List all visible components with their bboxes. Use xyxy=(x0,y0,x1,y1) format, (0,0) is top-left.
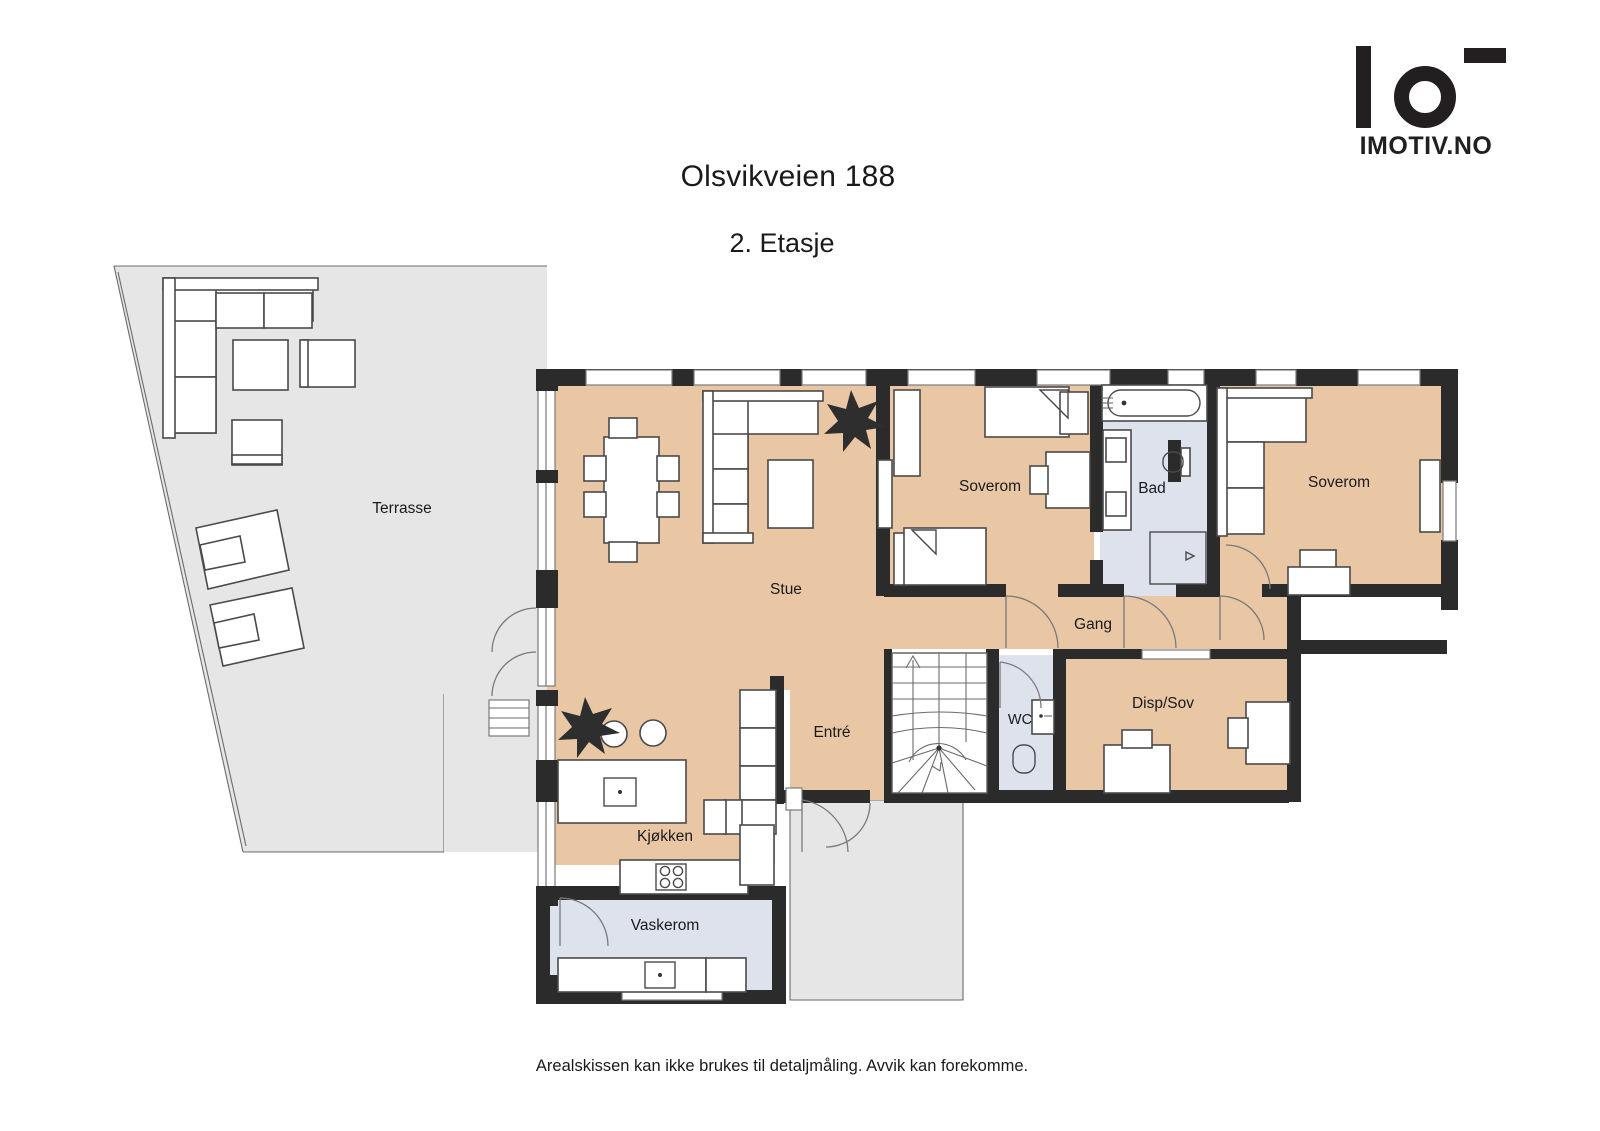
page-title: Olsvikveien 188 xyxy=(0,160,1600,194)
desk-s2 xyxy=(1287,566,1351,596)
entry-closet-1 xyxy=(739,689,777,729)
kitchen-counter xyxy=(619,859,749,895)
desk-s1 xyxy=(1045,451,1091,509)
logo-dash-shape xyxy=(1464,48,1506,63)
room-label-vaskerom: Vaskerom xyxy=(631,917,700,934)
bad-fixtures: Bad xyxy=(1101,384,1208,585)
disclaimer-text: Arealskissen kan ikke brukes til detaljm… xyxy=(535,1057,1029,1075)
west-glazing xyxy=(537,375,556,891)
kitchen-tall-cabinet xyxy=(739,824,775,886)
kjokken-furniture: Kjøkken xyxy=(488,697,775,895)
double-bed-s1 xyxy=(984,386,1070,438)
dresser-s2 xyxy=(1419,459,1441,533)
soverom-2-furniture: Soverom xyxy=(1216,387,1441,596)
cooktop xyxy=(655,863,687,891)
room-label-kjokken: Kjøkken xyxy=(637,828,693,845)
chair-s1 xyxy=(1029,465,1049,495)
outdoor-armchair-1 xyxy=(302,339,356,388)
bathtub xyxy=(1101,384,1208,422)
wc-toilet xyxy=(1012,744,1036,774)
room-label-bad: Bad xyxy=(1138,480,1166,497)
kitchen-sink xyxy=(603,777,637,807)
desk-disp xyxy=(1245,701,1291,765)
bed-disp xyxy=(1103,744,1171,794)
room-label-terrasse: Terrasse xyxy=(372,500,431,517)
dining-table xyxy=(603,436,660,544)
gang-south-window xyxy=(1141,649,1211,660)
shower xyxy=(1149,531,1207,585)
toilet-bad xyxy=(1180,447,1191,477)
floor-subtitle-text: 2. Etasje xyxy=(729,228,835,258)
chair-disp xyxy=(1227,717,1249,749)
sun-lounger-1 xyxy=(195,509,290,590)
wc-fixtures: WC xyxy=(999,661,1055,774)
kitchen-island xyxy=(557,759,687,824)
sun-lounger-2 xyxy=(209,587,305,667)
logo-bar-shape xyxy=(1356,46,1371,128)
room-label-soverom-1: Soverom xyxy=(959,478,1021,495)
room-label-disp-sov: Disp/Sov xyxy=(1132,695,1194,712)
double-bed-s2 xyxy=(1221,391,1307,443)
stue-furniture: Stue xyxy=(583,390,893,598)
potted-plant-kitchen xyxy=(558,697,620,758)
gang-area: Gang xyxy=(1074,616,1112,633)
room-label-entre: Entré xyxy=(813,724,850,741)
coffee-table xyxy=(767,459,814,529)
floor-subtitle: 2. Etasje xyxy=(0,228,1600,259)
laundry-sink xyxy=(644,961,676,989)
outdoor-coffee-table xyxy=(232,339,289,391)
room-label-gang: Gang xyxy=(1074,616,1112,633)
wc-sink xyxy=(1031,699,1055,735)
entry-closet-3 xyxy=(739,765,777,801)
room-label-wc: WC xyxy=(1008,712,1032,728)
room-label-soverom-2: Soverom xyxy=(1308,474,1370,491)
room-label-stue: Stue xyxy=(770,581,802,598)
east-windows xyxy=(1442,480,1457,542)
potted-plant-stue xyxy=(824,390,886,452)
page-title-text: Olsvikveien 188 xyxy=(680,160,896,193)
disclaimer-note: Arealskissen kan ikke brukes til detaljm… xyxy=(0,1057,1600,1076)
brand-logo: IMOTIV.NO xyxy=(1336,38,1516,161)
staircase-winder xyxy=(891,652,988,794)
tv-unit xyxy=(877,459,893,529)
terrace-furniture: Terrasse xyxy=(162,277,432,667)
wardrobe-s1 xyxy=(893,389,921,477)
soverom-1-furniture: Soverom xyxy=(893,386,1091,586)
brand-wordmark: IMOTIV.NO xyxy=(1359,132,1493,160)
vaskerom-fixtures: Vaskerom xyxy=(557,897,747,993)
laundry-cabinet xyxy=(705,957,747,993)
single-bed-s1 xyxy=(903,527,987,586)
imotiv-logo-icon xyxy=(1346,38,1506,130)
bar-stool-2 xyxy=(639,719,667,747)
disp-sov-furniture: Disp/Sov xyxy=(1103,695,1291,794)
entry-closet-2 xyxy=(739,727,777,767)
walls xyxy=(536,369,1458,1004)
door-swings xyxy=(491,544,1271,848)
north-windows xyxy=(585,369,1421,386)
laundry-counter xyxy=(557,957,707,993)
